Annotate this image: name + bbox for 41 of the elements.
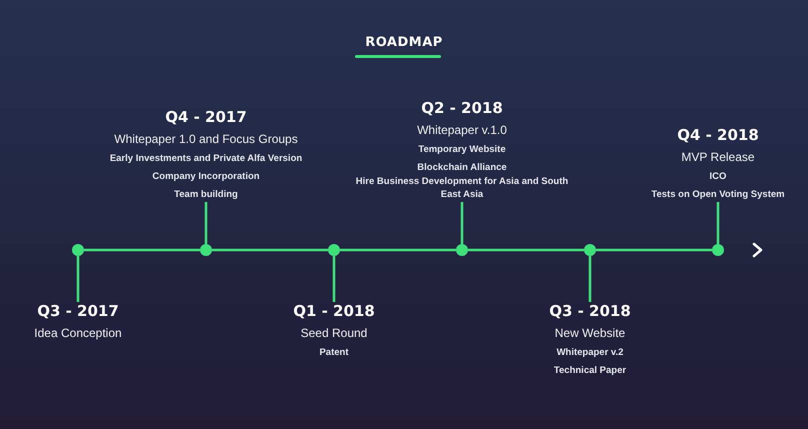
milestone-item: Temporary Website: [418, 142, 506, 156]
period-heading: Q4 - 2017: [165, 108, 247, 126]
milestone-title: MVP Release: [681, 150, 755, 164]
connector-line: [588, 256, 592, 302]
milestone-item: ICO: [710, 170, 726, 184]
milestone-dot: [72, 244, 84, 256]
milestone-item: Early Investments and Private Alfa Version: [110, 152, 302, 166]
milestone-item: Whitepaper v.2: [556, 346, 624, 360]
milestone-item: Team building: [174, 188, 238, 202]
period-heading: Q4 - 2018: [677, 126, 759, 144]
connector-line: [460, 202, 464, 244]
milestone-title: Idea Conception: [34, 326, 122, 340]
milestone-item: Tests on Open Voting System: [651, 188, 785, 202]
timeline-line: [84, 248, 200, 252]
milestone-item: Patent: [319, 346, 349, 360]
milestone-dot: [200, 244, 212, 256]
period-heading: Q3 - 2017: [37, 302, 119, 320]
timeline-line: [596, 248, 712, 252]
connector-line: [204, 202, 208, 244]
timeline-line: [212, 248, 328, 252]
milestone-item: Hire Business Development for Asia and South East Asia: [355, 174, 569, 202]
milestone-item: Technical Paper: [554, 364, 626, 378]
milestone-dot: [712, 244, 724, 256]
milestone-dot: [584, 244, 596, 256]
milestone-title: Whitepaper 1.0 and Focus Groups: [114, 132, 298, 146]
milestone-title: New Website: [554, 326, 626, 340]
milestone-item: Company Incorporation: [152, 170, 260, 184]
period-heading: Q3 - 2018: [549, 302, 631, 320]
section-title: ROADMAP: [365, 35, 443, 50]
period-heading: Q1 - 2018: [293, 302, 375, 320]
milestone-dot: [328, 244, 340, 256]
timeline-line: [468, 248, 584, 252]
milestone-title: Whitepaper v.1.0: [417, 122, 507, 136]
milestone-dot: [456, 244, 468, 256]
milestone-title: Seed Round: [300, 326, 368, 340]
milestone-item: Blockchain Alliance: [417, 160, 507, 174]
connector-line: [332, 256, 336, 302]
timeline-line: [340, 248, 456, 252]
period-heading: Q2 - 2018: [421, 98, 503, 116]
connector-line: [76, 256, 80, 302]
connector-line: [716, 202, 720, 244]
